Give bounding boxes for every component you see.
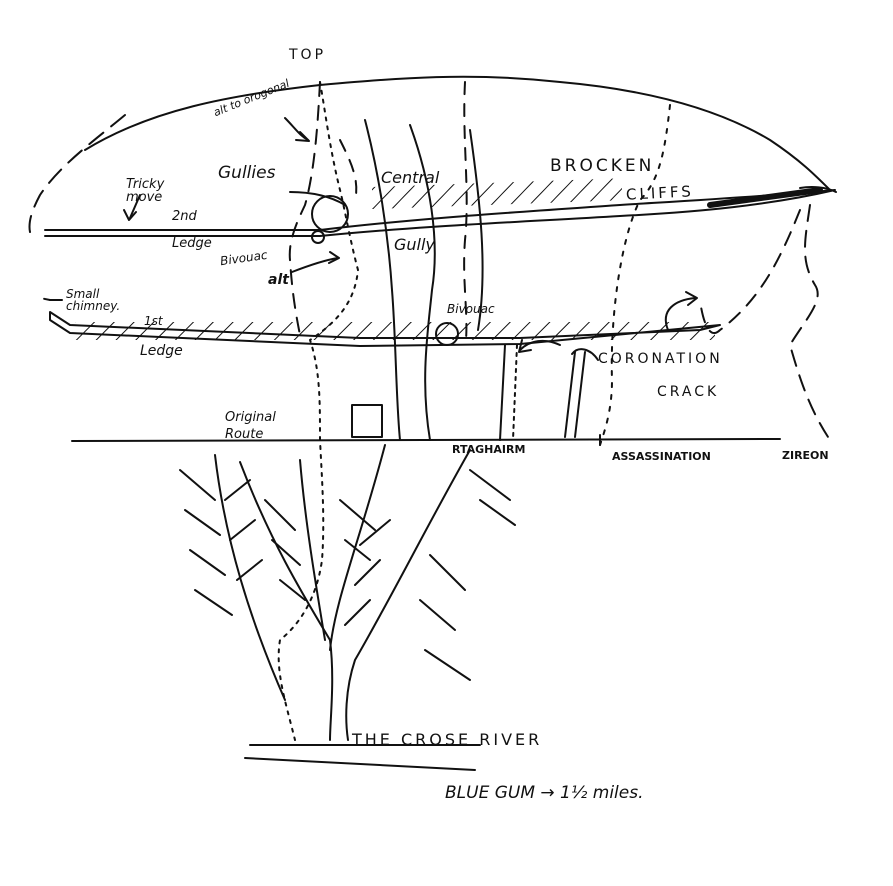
tricky-move-label: Tricky move <box>126 177 165 205</box>
zireon-label: ZIREON <box>782 449 829 462</box>
dashed-far-right-1 <box>699 209 801 334</box>
slope-line-5 <box>345 449 471 741</box>
rtaghairm-line-1 <box>499 344 506 441</box>
first-ledge-label: Ledge <box>140 343 183 359</box>
slope-line-3 <box>299 459 326 641</box>
bivouac-right-circle <box>435 322 459 346</box>
coronation-arrow-2 <box>571 348 599 361</box>
slope-line-4 <box>329 444 386 651</box>
original-route <box>277 81 359 741</box>
central-gully-line-1 <box>364 119 401 441</box>
bivouac-left-circle <box>311 230 325 244</box>
base-box <box>351 404 383 438</box>
river-label: THE CROSE RIVER <box>352 730 543 749</box>
cliff-base-line <box>71 438 781 442</box>
central-label: Central <box>381 168 440 187</box>
cliff-left-edge <box>28 114 126 233</box>
second-label: 2nd <box>172 209 197 224</box>
small-chimney-label: Small chimney. <box>66 287 121 313</box>
blue-gum-label: BLUE GUM → 1½ miles. <box>445 783 644 803</box>
alt-arrow <box>291 257 339 273</box>
crack-line-1 <box>564 351 576 438</box>
dashed-right-route <box>463 81 468 341</box>
original-route-label: Original Route <box>225 410 276 442</box>
crack-line-2 <box>574 351 586 438</box>
top-label: TOP <box>289 47 327 63</box>
second-ledge-hatch <box>372 178 622 210</box>
crack-label: CRACK <box>657 384 720 400</box>
alt-label: alt <box>268 272 289 288</box>
brocken-label: BROCKEN <box>550 156 655 176</box>
gully-label: Gully <box>394 235 435 254</box>
first-label: 1st <box>144 314 163 328</box>
right-curl-arrow <box>665 297 696 331</box>
second-ledge <box>44 189 836 237</box>
rtaghairm-label: RTAGHAIRM <box>452 443 526 456</box>
central-gully-line-3 <box>469 129 484 331</box>
coronation-label: CORONATION <box>598 351 723 367</box>
dotted-right-line <box>599 104 671 446</box>
bivouac-right-label: Bivouac <box>447 302 495 316</box>
river-line-2 <box>244 757 476 771</box>
second-ledge-label: Ledge <box>172 236 212 251</box>
assassination-label: ASSASSINATION <box>612 450 711 463</box>
dashed-far-right-2 <box>789 204 831 441</box>
dashed-left-slope <box>39 297 51 301</box>
gullies-pointer <box>289 191 346 206</box>
alt-route <box>339 139 358 201</box>
rtaghairm-line-2 <box>512 344 518 441</box>
slope-line-1 <box>214 454 286 701</box>
dashed-left-route <box>288 81 321 336</box>
coronation-arrow <box>519 339 561 351</box>
gullies-label: Gullies <box>218 163 276 183</box>
central-gully-line-2 <box>409 124 436 441</box>
cliff-top-outline <box>84 75 831 191</box>
gullies-circle <box>311 195 349 233</box>
cliffs-label: CLIFFS <box>625 182 695 204</box>
tricky-move-arrow <box>129 194 141 219</box>
